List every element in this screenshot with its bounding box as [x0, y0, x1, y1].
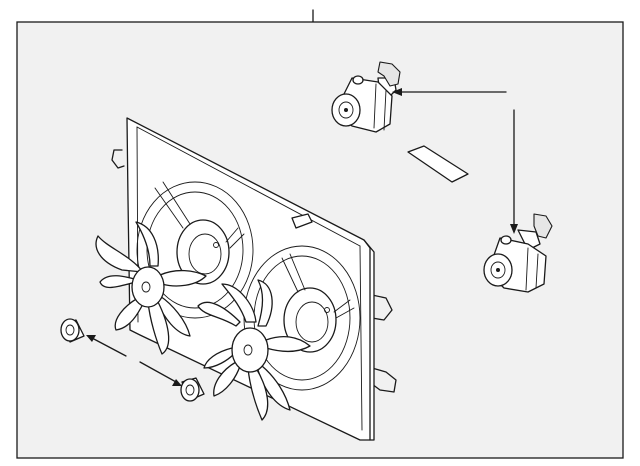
bushing-left [60, 318, 85, 343]
cooling-fan-blade-left [95, 221, 207, 355]
callout-arrows [86, 88, 518, 386]
radiator-fan-shroud [111, 117, 397, 441]
bushing-right [180, 377, 205, 402]
rubber-mount-bushing [60, 318, 205, 402]
warning-label [407, 145, 469, 183]
fan-motor-lower [483, 213, 553, 293]
cooling-fan-blade-right [197, 279, 311, 421]
fan-motor-upper [331, 61, 401, 133]
